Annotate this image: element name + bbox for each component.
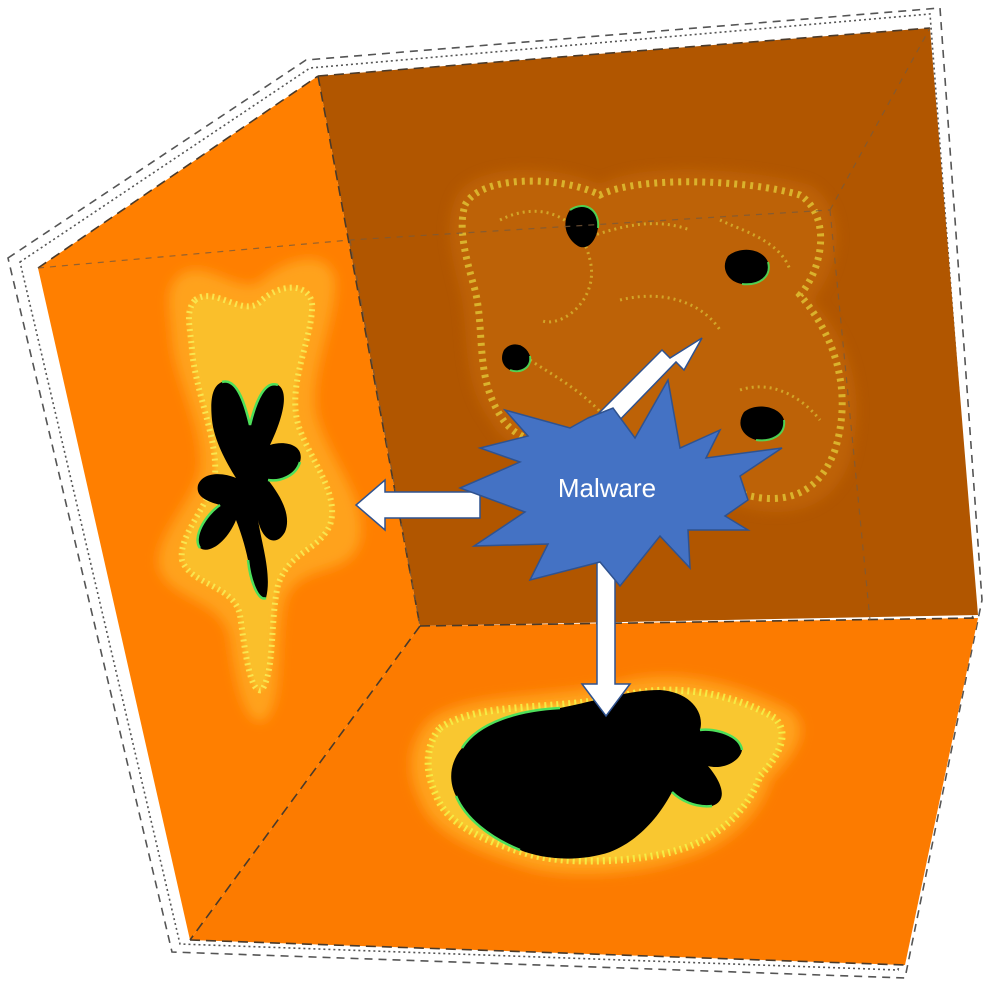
floor-fractal bbox=[411, 676, 801, 875]
cube-edges-faint bbox=[37, 27, 931, 627]
cube-edges bbox=[37, 27, 979, 966]
left-fractal bbox=[158, 259, 362, 722]
left-wall bbox=[38, 76, 420, 940]
arrow-left-icon bbox=[354, 478, 481, 532]
starburst-icon bbox=[457, 377, 783, 588]
cube-frame bbox=[7, 7, 983, 979]
malware-starburst: Malware bbox=[457, 377, 783, 588]
center-label: Malware bbox=[558, 473, 656, 503]
floor bbox=[190, 618, 978, 965]
